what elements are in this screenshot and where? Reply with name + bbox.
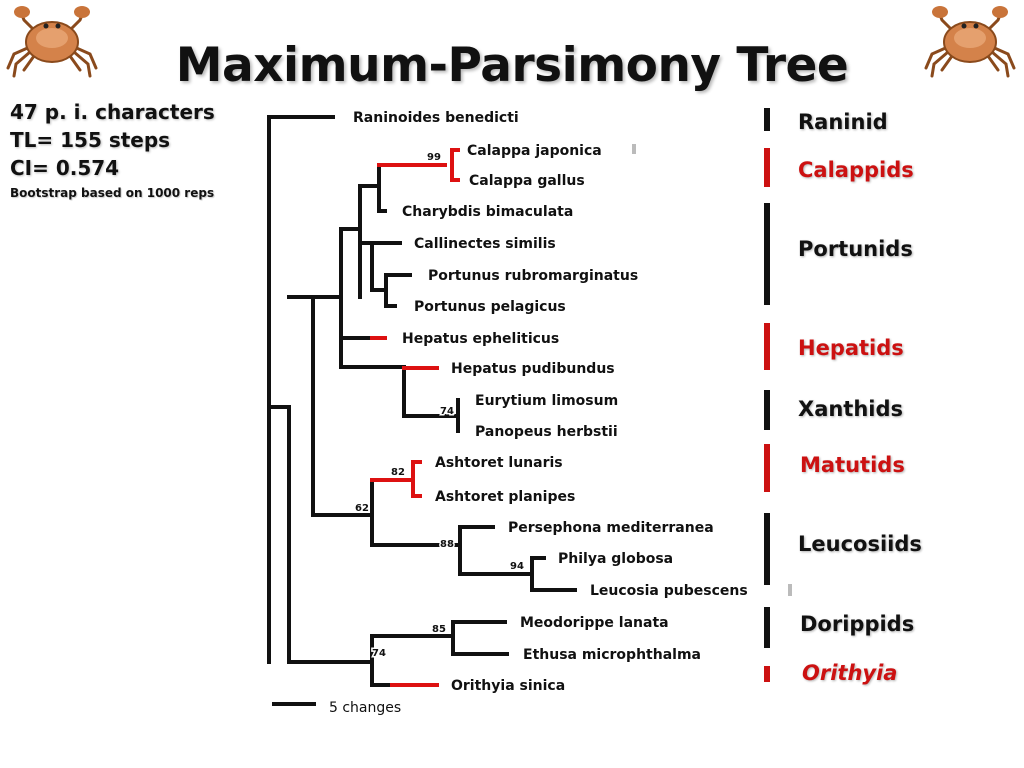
clade-bar <box>764 444 770 492</box>
crab-icon <box>6 6 98 78</box>
family-label: Xanthids <box>798 397 904 421</box>
taxon-label: Persephona mediterranea <box>508 520 714 536</box>
taxon-label: Orithyia sinica <box>451 678 565 694</box>
taxon-label: Callinectes similis <box>414 236 556 252</box>
family-label: Portunids <box>798 237 913 261</box>
taxon-label: Philya globosa <box>558 551 673 567</box>
taxon-label: Hepatus pudibundus <box>451 361 615 377</box>
clade-bar <box>764 323 770 370</box>
tree-length: TL= 155 steps <box>10 128 171 152</box>
clade-bar <box>764 666 770 682</box>
taxon-label: Eurytium limosum <box>475 393 618 409</box>
bootstrap-value: 88 <box>440 539 454 550</box>
page-title: Maximum-Parsimony Tree <box>175 38 849 93</box>
clade-bar <box>764 513 770 585</box>
scale-bar-label: 5 changes <box>329 700 401 716</box>
clade-bar <box>764 108 770 131</box>
characters-count: 47 p. i. characters <box>10 100 215 124</box>
consistency-index: CI= 0.574 <box>10 156 120 180</box>
taxon-label: Calappa japonica <box>467 143 602 159</box>
taxon-label: Hepatus epheliticus <box>402 331 559 347</box>
clade-bar <box>764 390 770 430</box>
taxon-label: Raninoides benedicti <box>353 110 519 126</box>
taxon-label: Portunus pelagicus <box>414 299 566 315</box>
family-label: Calappids <box>798 158 914 182</box>
bootstrap-value: 74 <box>372 648 386 659</box>
taxon-label: Charybdis bimaculata <box>402 204 573 220</box>
family-label: Orithyia <box>802 661 898 685</box>
bootstrap-value: 85 <box>432 624 446 635</box>
bootstrap-value: 62 <box>355 503 369 514</box>
taxon-label: Panopeus herbstii <box>475 424 618 440</box>
family-label: Dorippids <box>800 612 915 636</box>
bootstrap-value: 94 <box>510 561 524 572</box>
bootstrap-value: 99 <box>427 152 441 163</box>
clade-bar <box>764 148 770 187</box>
bootstrap-note: Bootstrap based on 1000 reps <box>10 186 215 200</box>
taxon-label: Meodorippe lanata <box>520 615 669 631</box>
clade-bar <box>764 203 770 305</box>
taxon-label: Calappa gallus <box>469 173 585 189</box>
taxon-label: Portunus rubromarginatus <box>428 268 638 284</box>
taxon-label: Ashtoret planipes <box>435 489 575 505</box>
crab-icon <box>924 6 1016 78</box>
taxon-label: Ethusa microphthalma <box>523 647 701 663</box>
family-label: Raninid <box>798 110 888 134</box>
taxon-label: Leucosia pubescens <box>590 583 748 599</box>
bootstrap-value: 74 <box>440 406 454 417</box>
clade-bar <box>764 607 770 648</box>
bootstrap-value: 82 <box>391 467 405 478</box>
tree-statistics: 47 p. i. characters TL= 155 steps CI= 0.… <box>10 98 215 200</box>
taxon-label: Ashtoret lunaris <box>435 455 563 471</box>
family-label: Matutids <box>800 453 905 477</box>
family-label: Hepatids <box>798 336 904 360</box>
family-label: Leucosiids <box>798 532 922 556</box>
